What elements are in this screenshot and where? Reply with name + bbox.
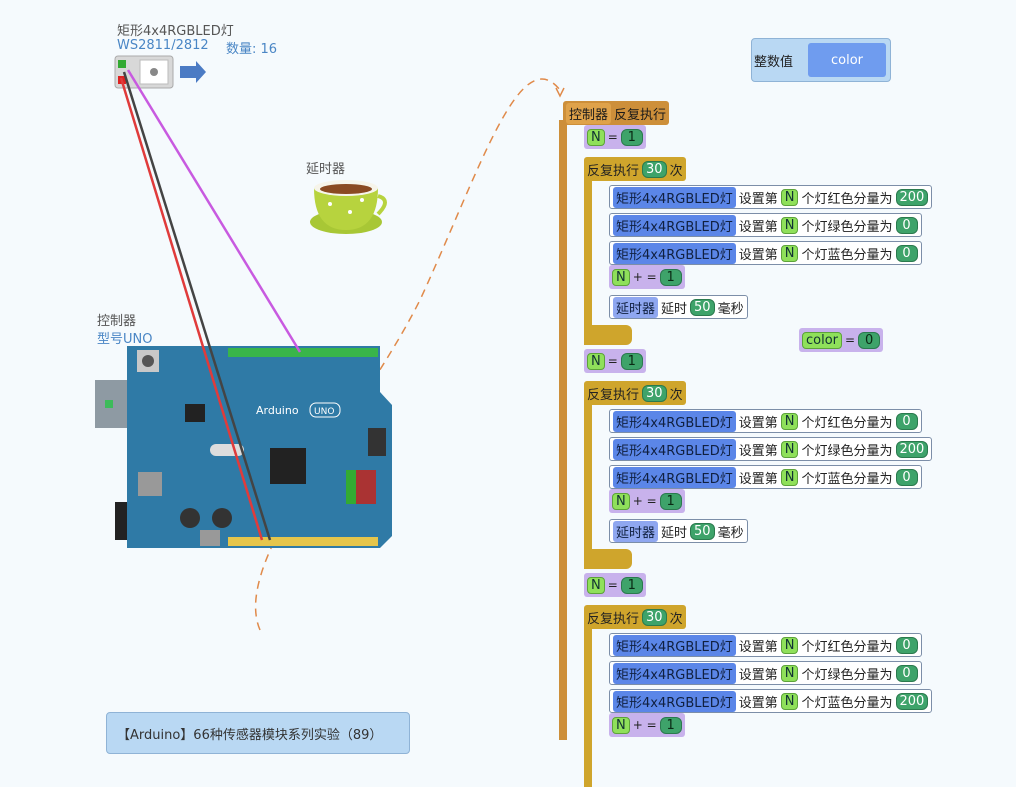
int-value-card[interactable]: 整数值 color	[751, 38, 891, 82]
color-assign-block[interactable]: color = 0	[799, 328, 884, 352]
svg-text:Arduino: Arduino	[256, 404, 299, 417]
repeat-block-end	[584, 325, 632, 345]
led-model: WS2811/2812	[117, 38, 209, 53]
n-increment-block[interactable]: N+ =1	[609, 265, 685, 289]
int-value-label: 整数值	[754, 55, 794, 70]
flow-curve	[254, 78, 561, 631]
led-count: 数量: 16	[226, 42, 278, 57]
n-init-block[interactable]: N=1	[584, 349, 646, 373]
canvas-diagram: Arduino UNO	[95, 55, 565, 631]
article-card[interactable]: 【Arduino】66种传感器模块系列实验（89）	[106, 712, 410, 754]
color-button[interactable]: color	[808, 43, 886, 77]
controller-label: 控制器	[97, 314, 137, 329]
arduino-board: Arduino UNO	[95, 346, 392, 548]
svg-text:UNO: UNO	[314, 407, 334, 417]
timer-label: 延时器	[306, 162, 346, 177]
teacup-icon	[310, 180, 387, 234]
repeat-block-end	[584, 549, 632, 569]
arrow-right-icon	[180, 61, 206, 83]
n-increment-block[interactable]: N+ =1	[609, 713, 685, 737]
led-title: 矩形4x4RGBLED灯	[117, 24, 234, 39]
n-init-block[interactable]: N=1	[584, 573, 646, 597]
n-init-block[interactable]: N=1	[584, 125, 646, 149]
controller-model: 型号UNO	[97, 332, 153, 347]
n-increment-block[interactable]: N+ =1	[609, 489, 685, 513]
article-title: 【Arduino】66种传感器模块系列实验（89）	[117, 728, 383, 743]
controller-loop-block[interactable]: 控制器 反复执行	[563, 101, 670, 125]
